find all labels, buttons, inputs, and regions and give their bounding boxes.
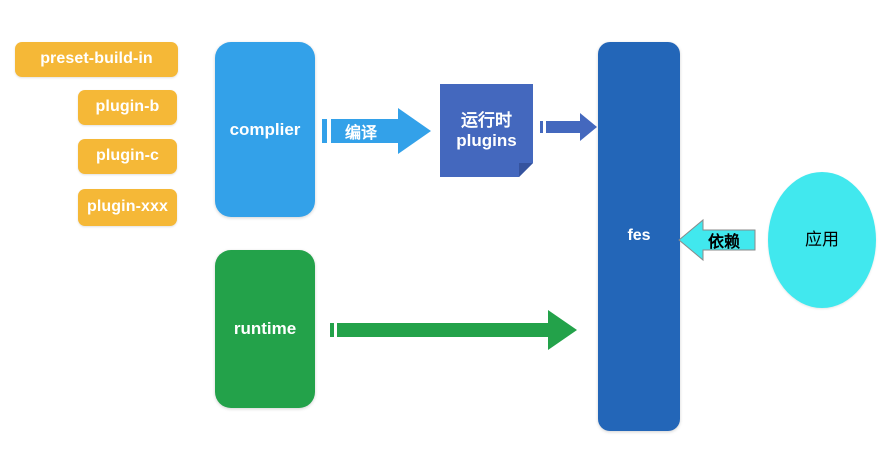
plugin-chip-label: preset-build-in bbox=[40, 50, 153, 68]
plugin-chip-preset-build-in[interactable]: preset-build-in bbox=[15, 42, 178, 77]
runtime-plugins-shape bbox=[440, 84, 533, 177]
app-label: 应用 bbox=[805, 230, 839, 250]
spellcheck-underline-icon bbox=[626, 246, 652, 250]
compile-label-text: 编译 bbox=[344, 125, 377, 142]
runtime-plugins-label-line2: plugins bbox=[456, 130, 517, 150]
plugin-chip-label: plugin-b bbox=[95, 98, 160, 116]
plugin-chip-plugin-c[interactable]: plugin-c bbox=[78, 139, 177, 174]
plugin-chip-label: plugin-c bbox=[95, 147, 159, 165]
depend-label-text: 依赖 bbox=[707, 234, 740, 251]
compile-arrow-label: 编译 bbox=[338, 118, 384, 144]
runtime-plugins-label-line1: 运行时 bbox=[461, 110, 512, 130]
runtime-label: runtime bbox=[233, 319, 297, 339]
runtime-plugins-label: 运行时 plugins bbox=[440, 111, 533, 150]
plugin-chip-plugin-b[interactable]: plugin-b bbox=[78, 90, 177, 125]
plugin-chip-label: plugin-xxx bbox=[86, 198, 168, 216]
app-ellipse[interactable]: 应用 bbox=[768, 172, 876, 308]
compile-arrow bbox=[322, 107, 432, 155]
depend-arrow bbox=[678, 218, 756, 262]
complier-label: complier bbox=[229, 119, 301, 139]
runtime-box[interactable]: runtime bbox=[215, 250, 315, 408]
fes-label: fes bbox=[627, 227, 650, 245]
depend-arrow-label: 依赖 bbox=[700, 228, 748, 252]
runtime-to-fes-arrow bbox=[330, 310, 578, 350]
fes-label-text: fes bbox=[627, 227, 651, 245]
plugin-chip-plugin-xxx[interactable]: plugin-xxx bbox=[78, 189, 177, 226]
plugins-to-fes-arrow bbox=[540, 112, 598, 142]
complier-box[interactable]: complier bbox=[215, 42, 315, 217]
fes-box[interactable]: fes bbox=[598, 42, 680, 431]
runtime-plugins-box[interactable]: 运行时 plugins bbox=[440, 84, 533, 177]
